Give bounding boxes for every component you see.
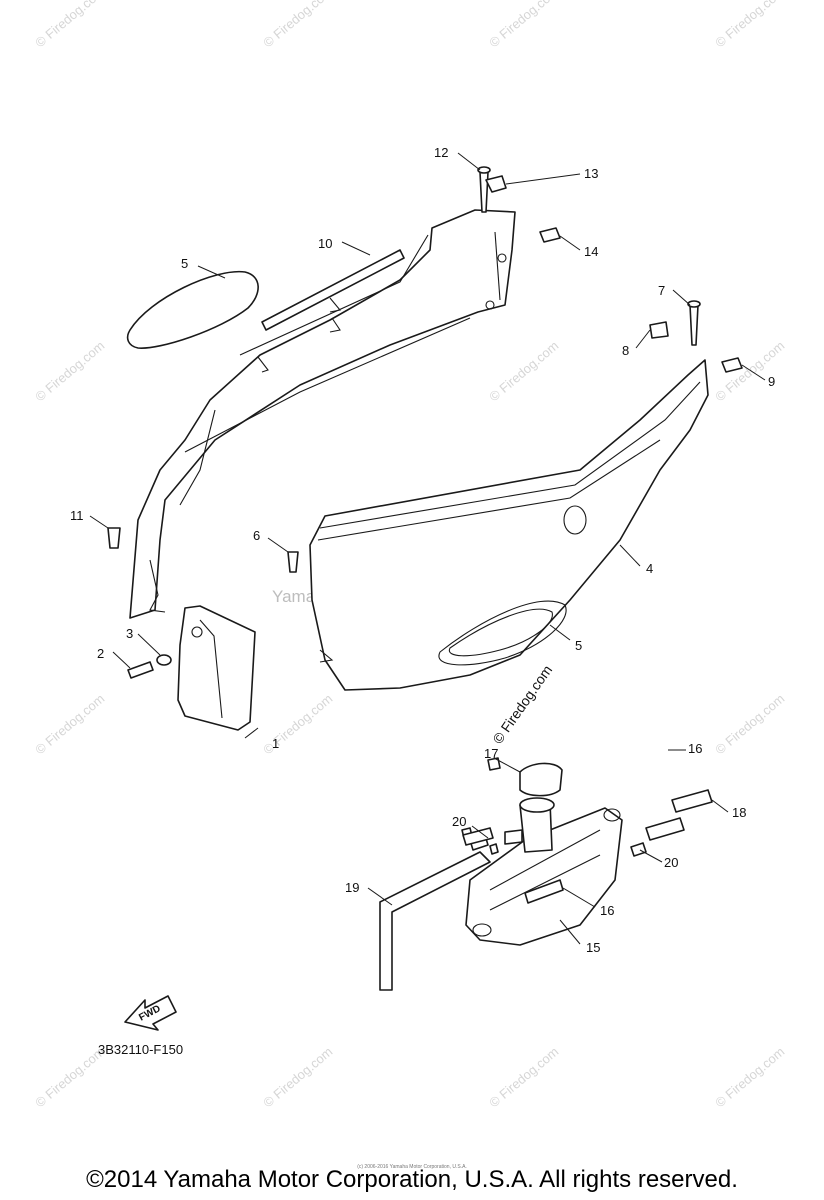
callout-6: 6 [253, 528, 260, 543]
watermark: © Firedog.com [32, 0, 107, 50]
watermark: © Firedog.com [260, 0, 335, 50]
watermark: © Firedog.com [32, 1044, 107, 1110]
forward-arrow-icon: FWD [124, 995, 177, 1031]
callout-10: 10 [318, 236, 332, 251]
watermark: © Firedog.com [712, 1044, 787, 1110]
fasteners [107, 166, 743, 904]
reservoir-tank [465, 797, 623, 946]
diagram-code: 3B32110-F150 [98, 1042, 184, 1057]
watermark: © Firedog.com [32, 338, 107, 404]
callout-5-lower: 5 [575, 638, 582, 653]
callout-15: 15 [586, 940, 600, 955]
callout-5-upper: 5 [181, 256, 188, 271]
callout-12: 12 [434, 145, 448, 160]
emblem-pad-upper [126, 270, 259, 349]
callout-4: 4 [646, 561, 653, 576]
callout-20-right: 20 [664, 855, 678, 870]
watermark: © Firedog.com [486, 0, 561, 50]
front-cover [177, 605, 256, 731]
callout-19: 19 [345, 880, 359, 895]
watermark: © Firedog.com [486, 338, 561, 404]
callout-16-upper: 16 [688, 741, 702, 756]
callout-1: 1 [272, 736, 279, 751]
watermark: © Firedog.com [260, 1044, 335, 1110]
short-hoses [645, 789, 713, 841]
callout-11: 11 [70, 508, 84, 523]
trim-strip [261, 249, 405, 331]
left-side-panel [129, 209, 516, 619]
right-side-cover [309, 359, 709, 691]
breather-hose [379, 851, 491, 991]
callout-20-left: 20 [452, 814, 466, 829]
watermark: © Firedog.com [489, 662, 555, 747]
callout-2: 2 [97, 646, 104, 661]
callout-7: 7 [658, 283, 665, 298]
callout-16-lower: 16 [600, 903, 614, 918]
callout-8: 8 [622, 343, 629, 358]
callout-3: 3 [126, 626, 133, 641]
leader-lines [89, 152, 766, 945]
copyright-notice: ©2014 Yamaha Motor Corporation, U.S.A. A… [86, 1166, 738, 1193]
watermark: © Firedog.com [486, 1044, 561, 1110]
watermark: © Firedog.com [712, 338, 787, 404]
watermark: © Firedog.com [712, 0, 787, 50]
callout-14: 14 [584, 244, 598, 259]
callout-18: 18 [732, 805, 746, 820]
callout-17: 17 [484, 746, 498, 761]
watermark: © Firedog.com [712, 691, 787, 757]
callout-13: 13 [584, 166, 598, 181]
reservoir-cap [519, 762, 563, 797]
fine-print: (c) 2006-2016 Yamaha Motor Corporation, … [357, 1164, 467, 1170]
watermark: © Firedog.com [32, 691, 107, 757]
callout-9: 9 [768, 374, 775, 389]
callout-labels: 1 2 3 4 5 5 6 7 8 9 10 11 12 13 14 15 16… [70, 145, 775, 955]
